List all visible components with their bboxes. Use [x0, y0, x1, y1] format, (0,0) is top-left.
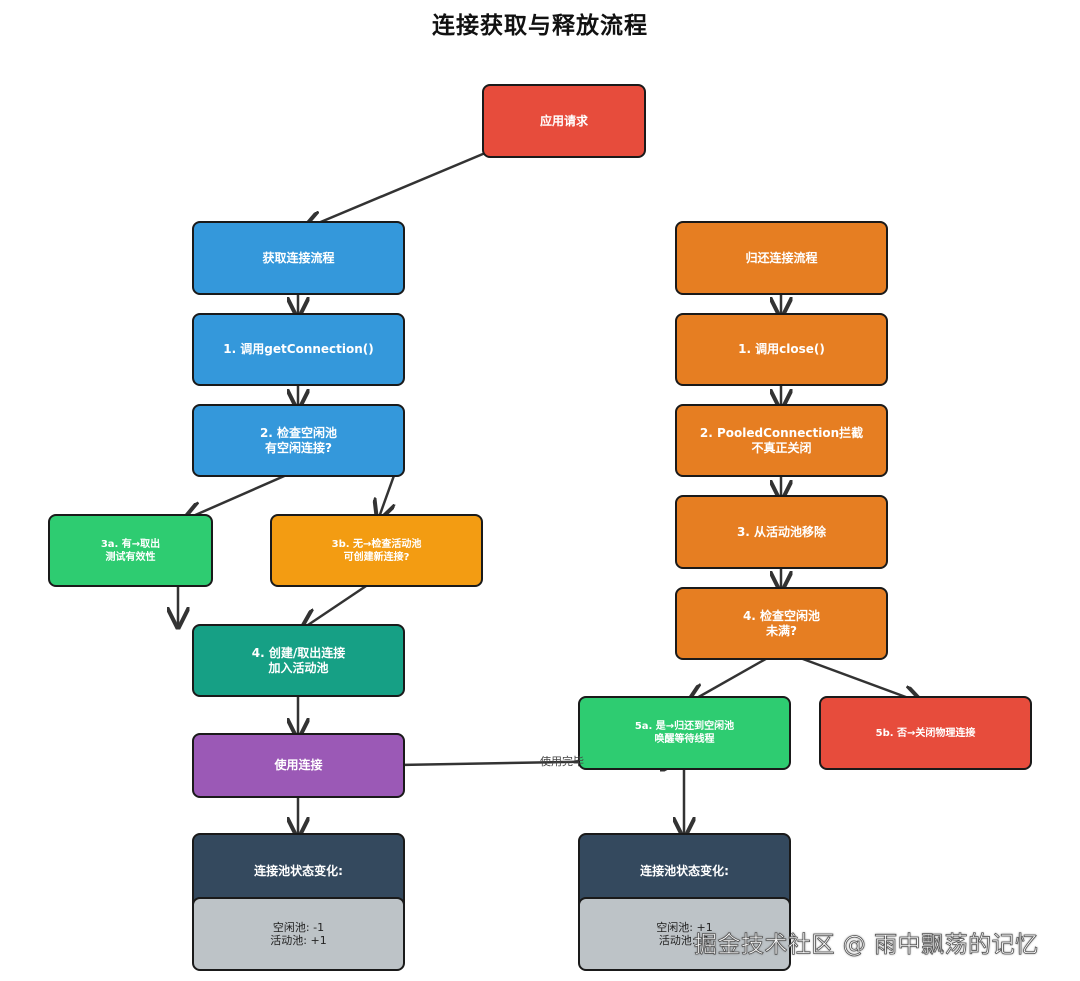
watermark: 掘金技术社区 @ 雨中飘荡的记忆 [694, 932, 1039, 959]
node-release-step4: 4. 检查空闲池 未满? [675, 587, 888, 660]
node-acquire-step3a: 3a. 有→取出 测试有效性 [48, 514, 213, 587]
node-release-step5b: 5b. 否→关闭物理连接 [819, 696, 1032, 770]
diagram-title: 连接获取与释放流程 [432, 13, 648, 39]
node-release-step3: 3. 从活动池移除 [675, 495, 888, 569]
node-acquire-state-body: 空闲池: -1 活动池: +1 [192, 897, 405, 971]
node-acquire-flow: 获取连接流程 [192, 221, 405, 295]
node-acquire-step1: 1. 调用getConnection() [192, 313, 405, 386]
edge-step2-to-3a [184, 468, 299, 520]
node-app-request: 应用请求 [482, 84, 646, 158]
edge-3b-to-step4 [302, 578, 376, 629]
edge-request-to-acquire [304, 149, 491, 229]
node-use-connection: 使用连接 [192, 733, 405, 798]
node-release-step2: 2. PooledConnection拦截 不真正关闭 [675, 404, 888, 477]
node-acquire-step3b: 3b. 无→检查活动池 可创建新连接? [270, 514, 483, 587]
node-acquire-step4: 4. 创建/取出连接 加入活动池 [192, 624, 405, 697]
node-release-step5a: 5a. 是→归还到空闲池 唤醒等待线程 [578, 696, 791, 770]
node-release-step1: 1. 调用close() [675, 313, 888, 386]
node-acquire-step2: 2. 检查空闲池 有空闲连接? [192, 404, 405, 477]
node-acquire-state-header: 连接池状态变化: [192, 833, 405, 909]
edge-rstep4-to-5a [688, 650, 779, 703]
edge-label-use-done: 使用完毕 [540, 755, 584, 768]
node-release-state-body: 空闲池: +1 活动池: -1 [578, 897, 791, 971]
node-release-state-header: 连接池状态变化: [578, 833, 791, 909]
edge-step2-to-3b [378, 469, 398, 520]
edge-rstep4-to-5b [783, 650, 922, 703]
node-release-flow: 归还连接流程 [675, 221, 888, 295]
